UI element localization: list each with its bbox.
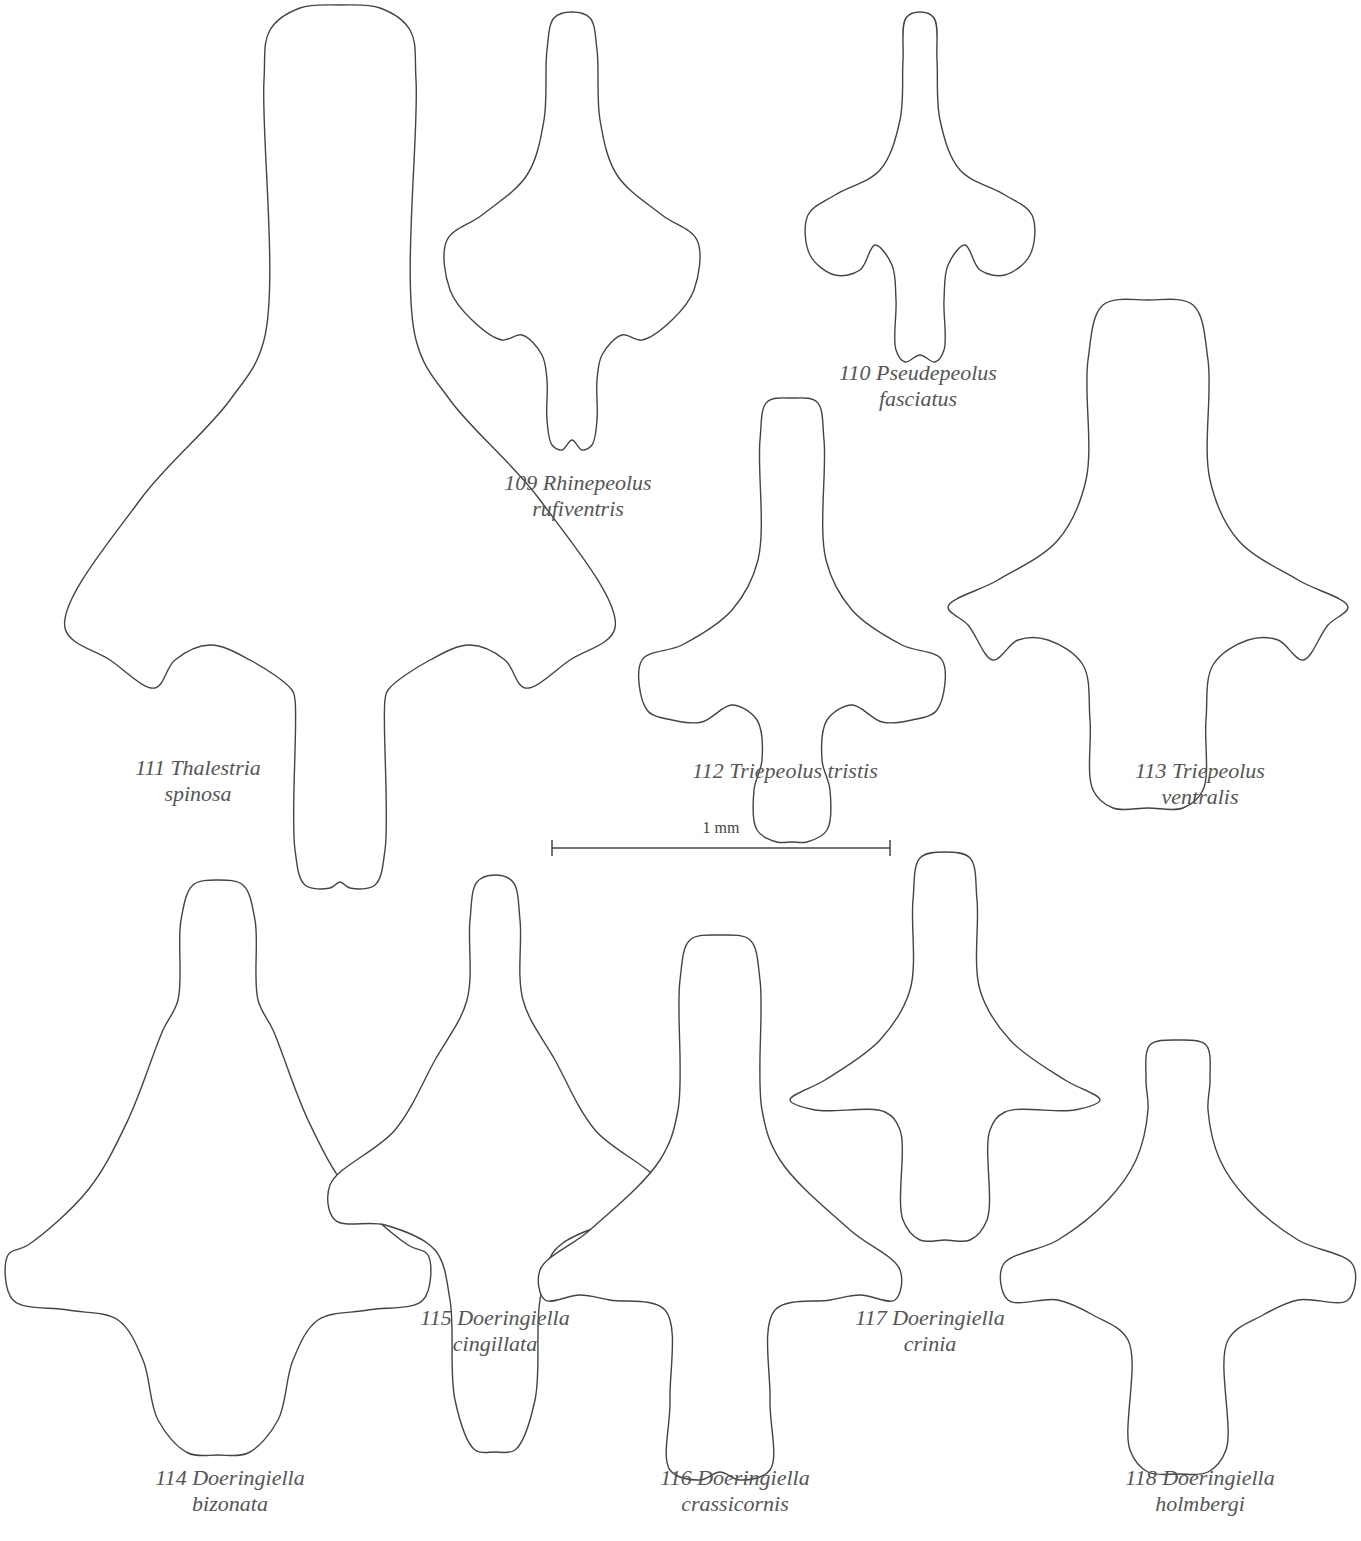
- sternite-outline: [444, 12, 700, 450]
- figure-caption: 112 Triepeolus tristis: [690, 758, 880, 784]
- figure-caption: 110 Pseudepeolus fasciatus: [823, 360, 1013, 413]
- scale-bar: [552, 840, 890, 856]
- figure-caption: 118 Doeringiella holmbergi: [1105, 1465, 1295, 1518]
- sternite-outline: [1000, 1040, 1355, 1475]
- scale-label: 1 mm: [681, 818, 761, 837]
- sternite-outline: [639, 398, 946, 843]
- sternite-outline: [538, 935, 901, 1480]
- sternite-outline: [65, 5, 616, 889]
- figure-caption: 114 Doeringiella bizonata: [135, 1465, 325, 1518]
- figure-caption: 113 Triepeolus ventralis: [1105, 758, 1295, 811]
- figure-caption: 116 Doeringiella crassicornis: [640, 1465, 830, 1518]
- figure-caption: 109 Rhinepeolus rufiventris: [483, 470, 673, 523]
- sternite-outline: [790, 852, 1100, 1241]
- sternite-outline: [805, 12, 1035, 362]
- sternite-outline: [328, 875, 663, 1453]
- figure-caption: 117 Doeringiella crinia: [835, 1305, 1025, 1358]
- figure-caption: 115 Doeringiella cingillata: [400, 1305, 590, 1358]
- sternite-outline: [948, 299, 1348, 809]
- figure-caption: 111 Thalestria spinosa: [103, 755, 293, 808]
